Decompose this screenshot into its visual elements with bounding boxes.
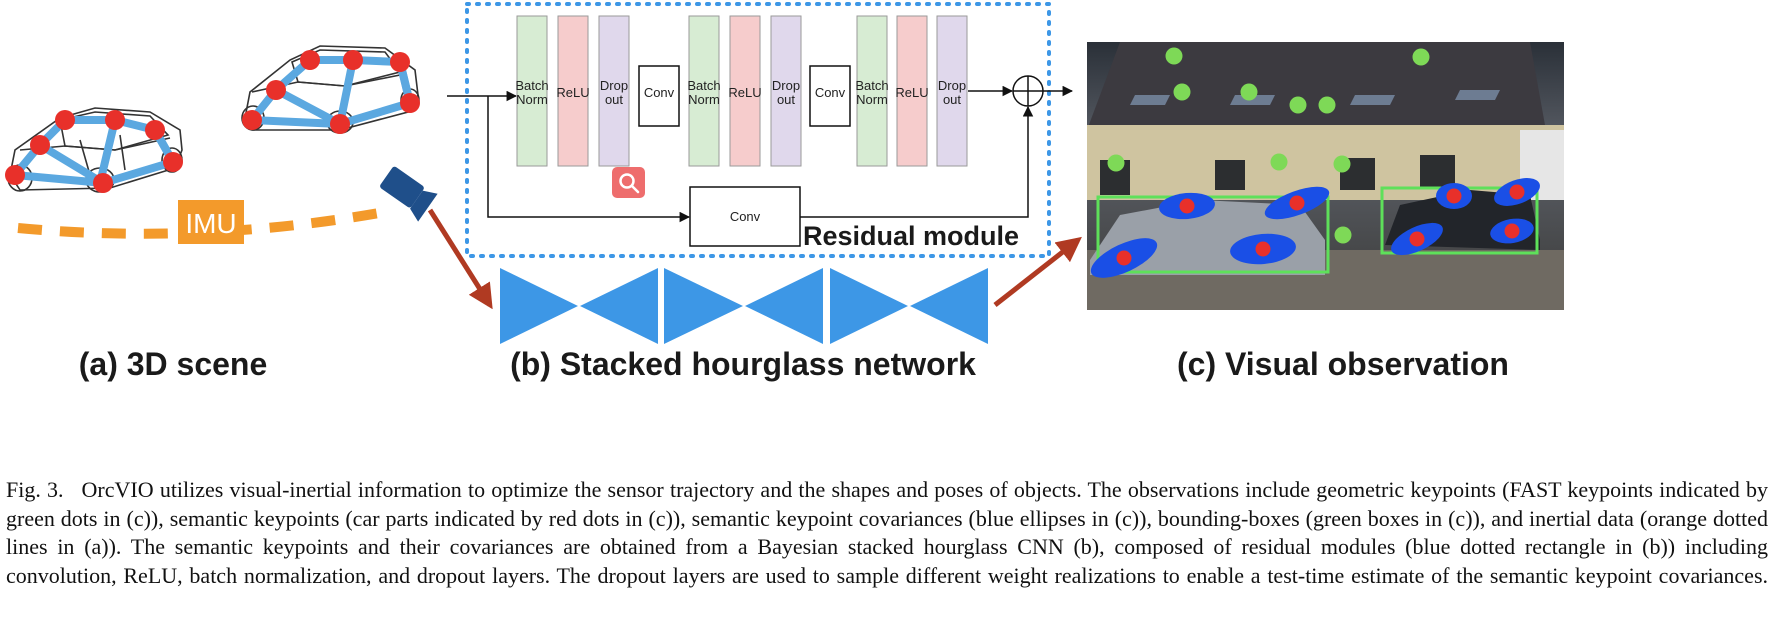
- layer-label-1-1: ReLU: [556, 85, 589, 100]
- panel-c-label: (c) Visual observation: [1177, 346, 1509, 382]
- skip-conv-box: [689, 186, 801, 247]
- layer-relu-5: [729, 15, 761, 167]
- layer-batchnorm-8: [856, 15, 888, 167]
- bbox-car-left: [1096, 195, 1330, 274]
- layer-relu-9: [896, 15, 928, 167]
- layer-dropout-6: [770, 15, 802, 167]
- panel-visual-observation: (c) Visual observation: [1087, 42, 1564, 382]
- car-keypoints-right: [242, 50, 420, 134]
- residual-module-title: Residual module: [803, 221, 1019, 251]
- layer-dropout-2: [598, 15, 630, 167]
- layer-conv-7: [809, 65, 851, 127]
- arrow-camera-to-network: [427, 208, 493, 310]
- skip-branch-return: [800, 105, 1034, 218]
- caption-prefix: Fig. 3.: [6, 477, 64, 502]
- sum-node: [1012, 75, 1044, 107]
- layer-dropout-10: [936, 15, 968, 167]
- layer-label-3-1: Conv: [644, 85, 675, 100]
- layer-label-6-2: out: [777, 92, 795, 107]
- panel-a-label: (a) 3D scene: [79, 346, 268, 382]
- camera-icon: [380, 166, 438, 222]
- layer-label-4-1: Batch: [687, 78, 720, 93]
- layer-label-8-1: Batch: [855, 78, 888, 93]
- layer-label-0-1: Batch: [515, 78, 548, 93]
- figure-caption: Fig. 3.OrcVIO utilizes visual-inertial i…: [6, 476, 1768, 590]
- layer-label-2-2: out: [605, 92, 623, 107]
- layer-label-0-2: Norm: [516, 92, 548, 107]
- residual-module-box: [465, 2, 1051, 258]
- skip-conv-label: Conv: [730, 209, 761, 224]
- observation-photo: [1087, 42, 1564, 310]
- layer-label-7-1: Conv: [815, 85, 846, 100]
- layer-relu-1: [557, 15, 589, 167]
- layer-label-8-2: Norm: [856, 92, 888, 107]
- layer-batchnorm-4: [688, 15, 720, 167]
- panel-b-label: (b) Stacked hourglass network: [510, 346, 976, 382]
- imu-label: IMU: [185, 208, 236, 239]
- magnifier-icon[interactable]: [612, 167, 645, 198]
- layer-batchnorm-0: [516, 15, 548, 167]
- layer-label-4-2: Norm: [688, 92, 720, 107]
- hourglass-stack: [500, 268, 988, 344]
- car-keypoints-left: [5, 110, 183, 193]
- layer-label-9-1: ReLU: [895, 85, 928, 100]
- arrow-network-to-observation: [993, 236, 1082, 307]
- panel-3d-scene: IMU (a) 3D scene: [5, 45, 438, 382]
- fast-keypoints: [1107, 47, 1430, 244]
- layer-label-10-2: out: [943, 92, 961, 107]
- layer-label-5-1: ReLU: [728, 85, 761, 100]
- layer-label-10-1: Drop: [938, 78, 966, 93]
- skip-branch-line: [487, 96, 691, 223]
- layer-label-2-1: Drop: [600, 78, 628, 93]
- layer-label-6-1: Drop: [772, 78, 800, 93]
- semantic-keypoints: [1116, 184, 1525, 266]
- imu-badge: [178, 200, 244, 244]
- layer-conv-3: [638, 65, 680, 127]
- caption-text: OrcVIO utilizes visual-inertial informat…: [6, 477, 1768, 588]
